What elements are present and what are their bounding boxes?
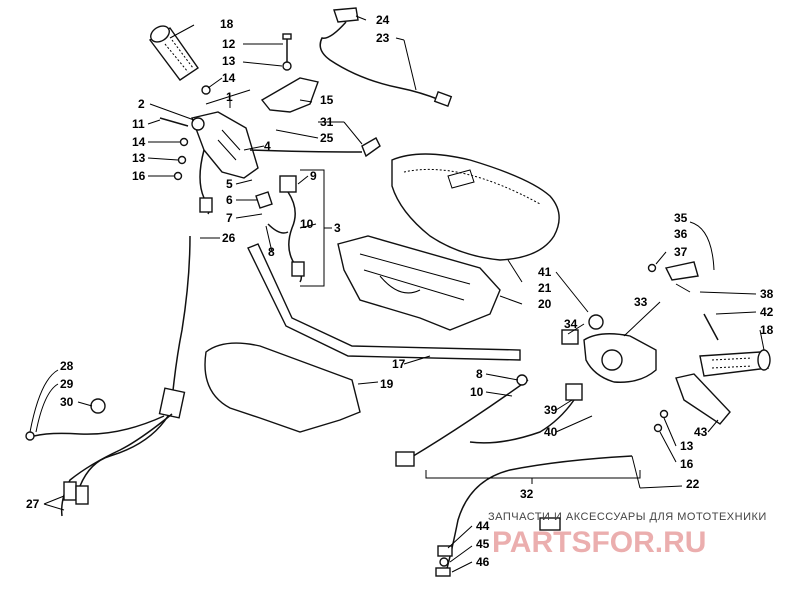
callout-13a: 13: [222, 54, 236, 68]
brake-lever-43: [675, 373, 731, 425]
callout-27: 27: [26, 497, 40, 511]
watermark: ЗАПЧАСТИ И АКСЕССУАРЫ ДЛЯ МОТОТЕХНИКИ PA…: [488, 511, 767, 559]
callout-labels: 18 12 13 14 1 15 24 23 2 11 14 13 16 31 …: [26, 13, 774, 569]
callout-37: 37: [674, 245, 688, 259]
callout-10b: 10: [470, 385, 484, 399]
bracket-15: [260, 77, 319, 113]
cable-adjuster-26: [158, 387, 186, 419]
callout-23: 23: [376, 31, 390, 45]
callout-30: 30: [60, 395, 74, 409]
callout-14a: 14: [222, 71, 236, 85]
screw-16: [173, 171, 183, 181]
bolt-12: [282, 33, 292, 62]
callout-15: 15: [320, 93, 334, 107]
washer-13c: [659, 409, 669, 419]
callout-39: 39: [544, 403, 558, 417]
nut-14b: [179, 137, 189, 147]
callout-7: 7: [226, 211, 233, 225]
callout-11: 11: [132, 117, 145, 131]
callout-45: 45: [476, 537, 490, 551]
callout-18a: 18: [220, 17, 234, 31]
cable-32-bracket: [425, 470, 641, 479]
pad-base-20: [337, 235, 501, 331]
throttle-cable-26: [171, 235, 191, 401]
callout-4: 4: [264, 139, 271, 153]
housing-4: [191, 111, 259, 179]
callout-40: 40: [544, 425, 558, 439]
callout-21: 21: [538, 281, 552, 295]
callout-13b: 13: [132, 151, 146, 165]
switch-cable-23-24: [319, 7, 453, 107]
callout-29: 29: [60, 377, 74, 391]
callout-8b: 8: [476, 367, 483, 381]
watermark-logo: PARTSFOR.RU: [492, 526, 706, 559]
right-grip: [699, 349, 771, 377]
switch-housing-33: [561, 314, 657, 383]
pad-21: [391, 153, 560, 261]
callout-46: 46: [476, 555, 490, 569]
callout-2: 2: [138, 97, 145, 111]
callout-31: 31: [320, 115, 334, 129]
tag-22: [539, 517, 561, 531]
callout-19: 19: [380, 377, 394, 391]
callout-33: 33: [634, 295, 648, 309]
cable-group-27: [25, 398, 173, 517]
callout-41: 41: [538, 265, 552, 279]
callout-20: 20: [538, 297, 552, 311]
callout-34: 34: [564, 317, 578, 331]
callout-42: 42: [760, 305, 774, 319]
bolt-42: [703, 313, 719, 341]
callout-13c: 13: [680, 439, 694, 453]
callout-14b: 14: [132, 135, 146, 149]
callout-43: 43: [694, 425, 708, 439]
cable-end-46: [435, 567, 451, 577]
harness-10-right: [395, 374, 583, 467]
nut-45: [439, 557, 449, 567]
callout-28: 28: [60, 359, 74, 373]
callout-8a: 8: [268, 245, 275, 259]
watermark-tagline: ЗАПЧАСТИ И АКСЕССУАРЫ ДЛЯ МОТОТЕХНИКИ: [488, 511, 767, 523]
cable-end-31: [361, 137, 381, 158]
screw-16b: [653, 423, 663, 433]
callout-32: 32: [520, 487, 534, 501]
callout-38: 38: [760, 287, 774, 301]
callout-36: 36: [674, 227, 688, 241]
lever-parts-35-38: [647, 261, 699, 293]
switch-harness-9-10: [267, 175, 305, 283]
left-grip: [148, 25, 199, 81]
handlebar-17: [247, 243, 521, 361]
callout-25: 25: [320, 131, 334, 145]
callout-3: 3: [334, 221, 341, 235]
clip-6: [255, 191, 273, 209]
callout-10a: 10: [300, 217, 314, 231]
callout-6: 6: [226, 193, 233, 207]
callout-18b: 18: [760, 323, 774, 337]
cable-31: [249, 149, 363, 153]
callout-24: 24: [376, 13, 390, 27]
callout-1: 1: [226, 90, 233, 104]
callout-9: 9: [310, 169, 317, 183]
callout-17: 17: [392, 357, 406, 371]
callout-12: 12: [222, 37, 236, 51]
callout-16a: 16: [132, 169, 146, 183]
callout-44: 44: [476, 519, 490, 533]
washer-13b: [177, 155, 187, 165]
callout-35: 35: [674, 211, 688, 225]
callout-16b: 16: [680, 457, 694, 471]
callout-22: 22: [686, 477, 700, 491]
washer-13: [282, 61, 292, 71]
cable-end-44: [437, 545, 453, 557]
screw-11: [159, 117, 189, 127]
connector-7: [199, 197, 213, 213]
leader-lines: [29, 15, 765, 573]
callout-5: 5: [226, 177, 233, 191]
callout-26: 26: [222, 231, 236, 245]
pad-19: [204, 342, 361, 433]
